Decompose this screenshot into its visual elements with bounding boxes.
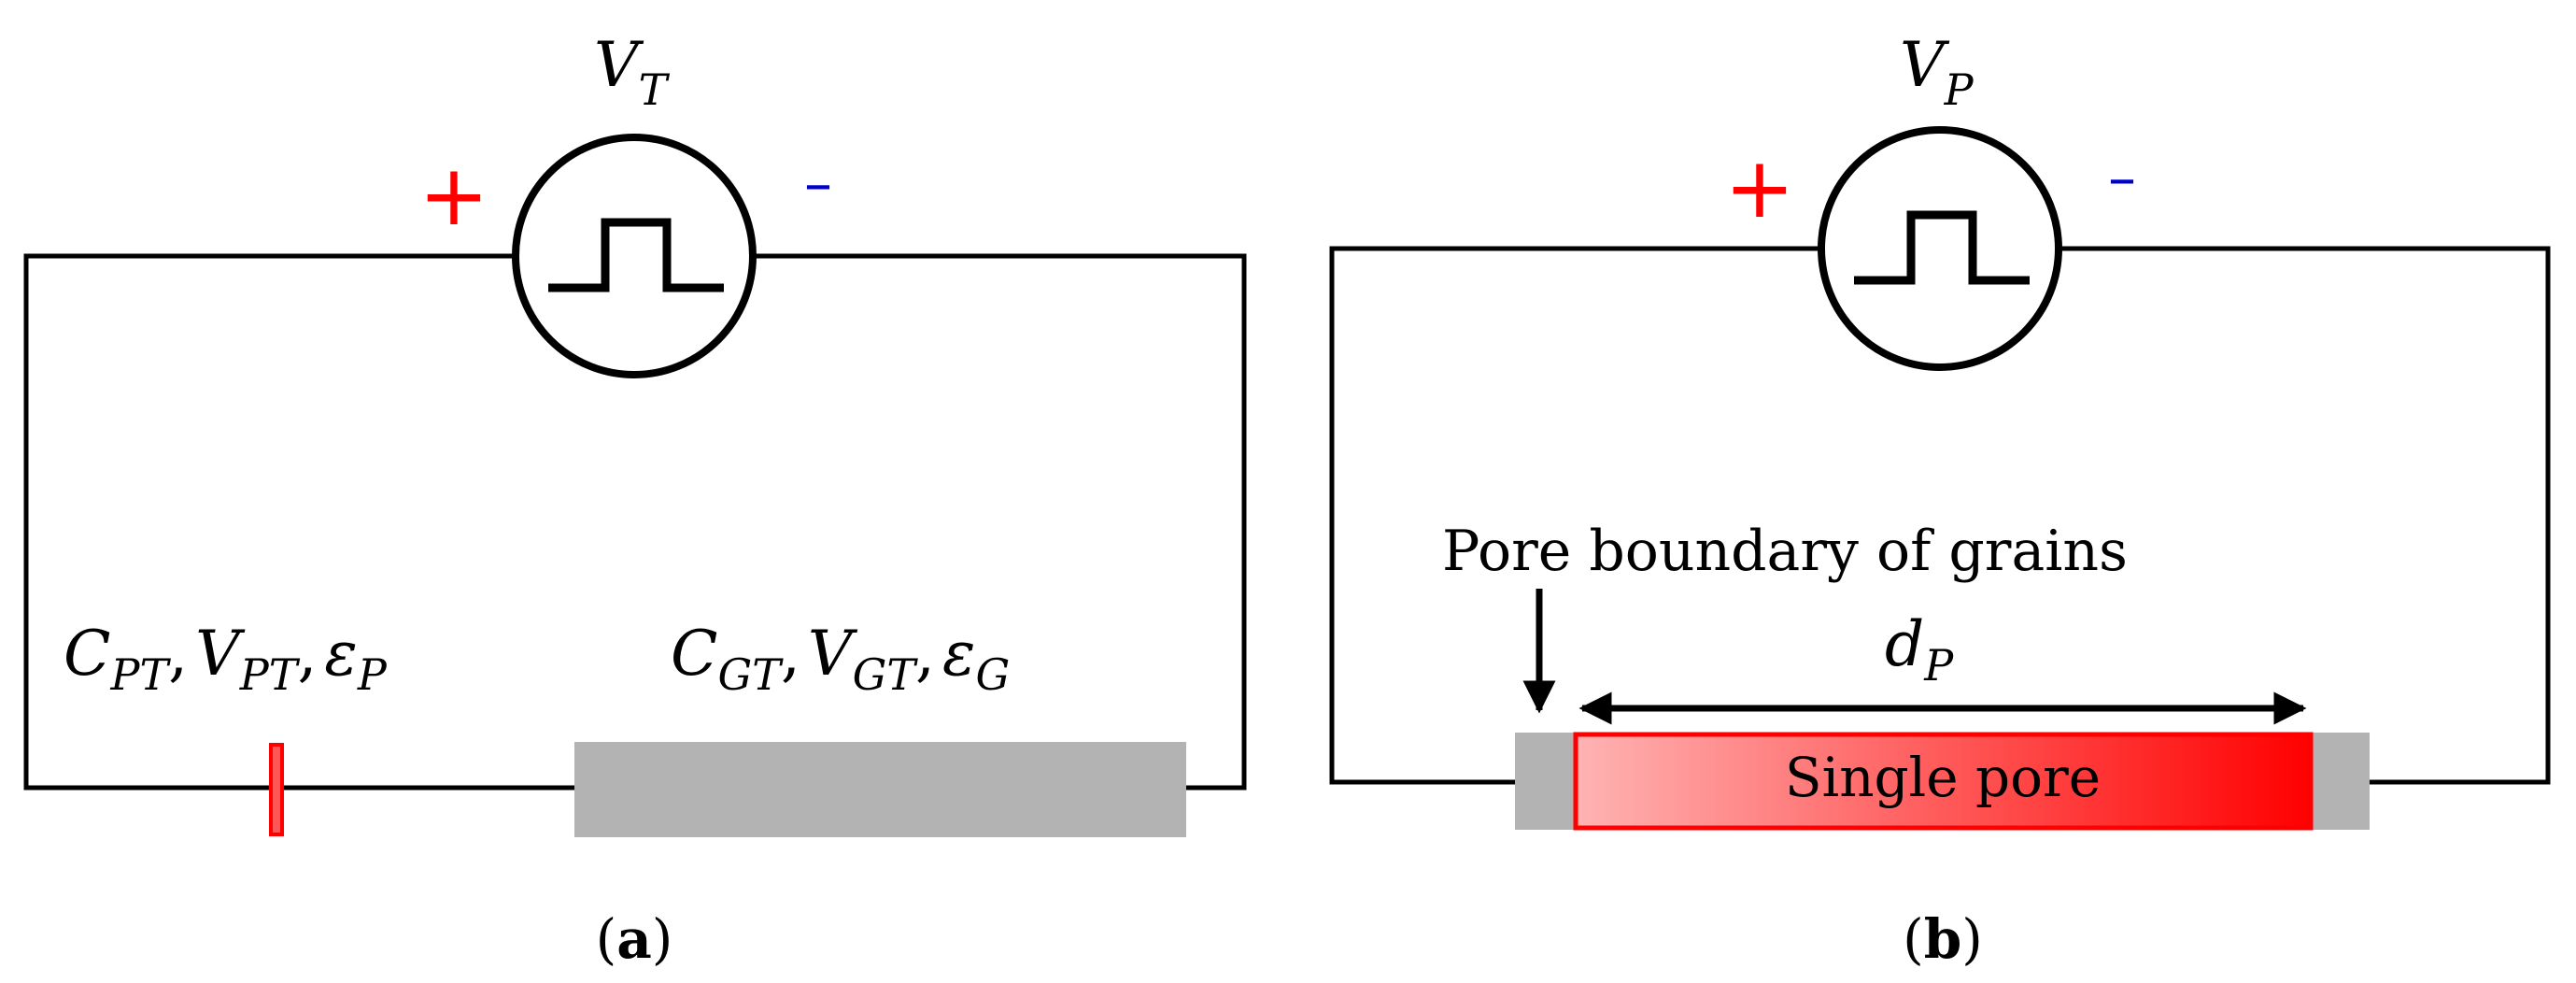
panel-a-grain-label: CGT,VGT,εG xyxy=(671,618,1010,700)
panel-b-wire-right xyxy=(2058,246,2551,785)
panel-a-plus-sign: + xyxy=(418,147,488,245)
panel-a-wire-left xyxy=(23,253,516,791)
panel-b-wire-left xyxy=(1329,246,1821,785)
panel-b-plus-sign: + xyxy=(1724,139,1794,237)
pulse-waveform-icon xyxy=(1854,210,2030,285)
pulse-source-circle xyxy=(1818,126,2062,371)
panel-a-voltage-source xyxy=(512,134,757,378)
panel-a-grain-element xyxy=(574,742,1186,837)
panel-b-caption: (b) xyxy=(1903,907,1983,971)
panel-b-single-pore xyxy=(1573,732,2314,831)
pulse-source-circle xyxy=(512,134,757,378)
panel-b-dimension-label: dP xyxy=(1885,608,1954,691)
panel-a-source-label: VT xyxy=(594,29,671,115)
panel-b-voltage-source xyxy=(1818,126,2062,371)
panel-b-minus-sign: – xyxy=(2108,146,2136,211)
panel-a-wire-right xyxy=(753,253,1247,791)
panel-a-caption: (a) xyxy=(596,907,673,971)
panel-a-pore-element xyxy=(269,743,284,836)
panel-b-boundary-label: Pore boundary of grains xyxy=(1442,519,2128,584)
panel-b: VP + – Single pore Pore boundary of grai… xyxy=(1329,29,2551,971)
pulse-waveform-icon xyxy=(548,218,724,292)
panel-a-minus-sign: – xyxy=(804,151,832,217)
panel-a-pore-label: CPT,VPT,εP xyxy=(64,618,388,700)
panel-b-source-label: VP xyxy=(1900,29,1974,115)
panel-b-pore-text: Single pore xyxy=(1785,746,2101,809)
panel-a: VT + – CPT,VPT,εP CGT,VGT,εG (a) xyxy=(23,29,1247,971)
